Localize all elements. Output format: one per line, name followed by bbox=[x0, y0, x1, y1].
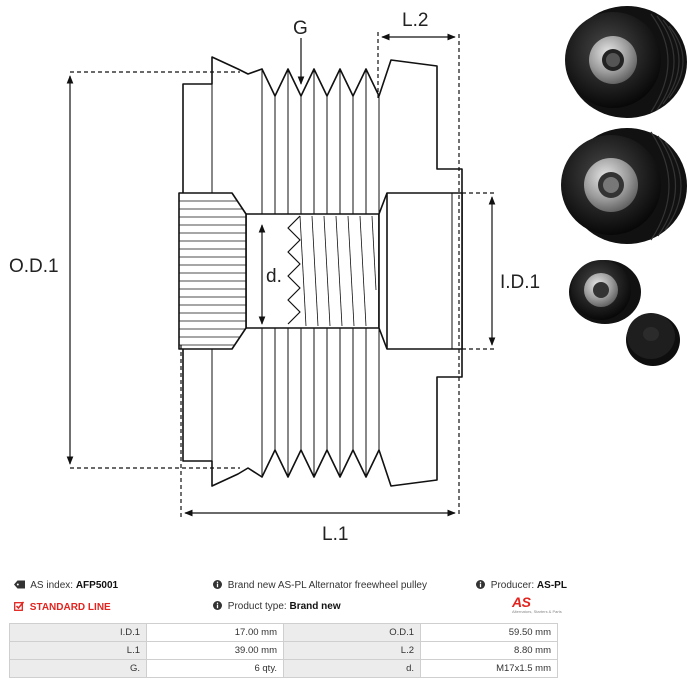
label-l1: L.1 bbox=[322, 524, 348, 545]
spec-label: O.D.1 bbox=[283, 623, 421, 642]
description-row: Brand new AS-PL Alternator freewheel pul… bbox=[213, 580, 427, 591]
as-index-value: AFP5001 bbox=[75, 580, 119, 591]
info-icon bbox=[213, 601, 222, 610]
label-d: d. bbox=[266, 266, 282, 287]
spec-value: 17.00 mm bbox=[146, 623, 284, 642]
product-type-row: Product type: Brand new bbox=[213, 601, 341, 612]
thread-profile bbox=[287, 215, 301, 325]
standard-line-label: STANDARD LINE bbox=[29, 602, 111, 613]
info-icon bbox=[476, 580, 485, 589]
spec-value: 39.00 mm bbox=[146, 641, 284, 660]
spec-label: I.D.1 bbox=[9, 623, 147, 642]
bearing-cap bbox=[378, 192, 463, 350]
spline-hub bbox=[178, 192, 247, 350]
spec-label: L.1 bbox=[9, 641, 147, 660]
producer-row: Producer: AS-PL bbox=[476, 580, 567, 591]
as-index-row: AS index: AFP5001 bbox=[14, 580, 118, 591]
label-id1: I.D.1 bbox=[500, 272, 540, 293]
product-photos bbox=[561, 6, 687, 366]
photo-pulley-rear bbox=[561, 128, 687, 244]
spec-value: 8.80 mm bbox=[420, 641, 558, 660]
photo-pulley-with-cap bbox=[569, 260, 680, 366]
label-g: G bbox=[293, 18, 308, 39]
table-row: G. 6 qty. d. M17x1.5 mm bbox=[9, 659, 558, 678]
spec-label: L.2 bbox=[283, 641, 421, 660]
specification-table: I.D.1 17.00 mm O.D.1 59.50 mm L.1 39.00 … bbox=[9, 623, 558, 678]
product-type-label: Product type: bbox=[227, 601, 287, 612]
spec-value: 6 qty. bbox=[146, 659, 284, 678]
checkbox-checked-icon bbox=[14, 601, 24, 611]
pulley-technical-drawing: G L.2 O.D.1 d. I.D.1 L.1 bbox=[9, 10, 540, 545]
product-type-value: Brand new bbox=[289, 601, 341, 612]
spec-label: G. bbox=[9, 659, 147, 678]
pulley-outline bbox=[182, 56, 463, 487]
producer-label: Producer: bbox=[490, 580, 535, 591]
product-description: Brand new AS-PL Alternator freewheel pul… bbox=[227, 580, 427, 591]
as-pl-logo: AS Alternators, Starters & Parts bbox=[512, 594, 562, 617]
tag-icon bbox=[14, 580, 25, 589]
logo-mark: AS bbox=[512, 594, 531, 610]
label-od1: O.D.1 bbox=[9, 256, 59, 277]
info-icon bbox=[213, 580, 222, 589]
label-l2: L.2 bbox=[402, 10, 428, 31]
spec-value: 59.50 mm bbox=[420, 623, 558, 642]
logo-tagline: Alternators, Starters & Parts bbox=[512, 609, 562, 614]
table-row: I.D.1 17.00 mm O.D.1 59.50 mm bbox=[9, 623, 558, 642]
producer-value: AS-PL bbox=[536, 580, 567, 591]
spec-value: M17x1.5 mm bbox=[420, 659, 558, 678]
line-row: STANDARD LINE bbox=[14, 601, 111, 613]
spec-label: d. bbox=[283, 659, 421, 678]
table-row: L.1 39.00 mm L.2 8.80 mm bbox=[9, 641, 558, 660]
photo-pulley-front bbox=[565, 6, 687, 118]
as-index-label: AS index: bbox=[30, 580, 74, 591]
